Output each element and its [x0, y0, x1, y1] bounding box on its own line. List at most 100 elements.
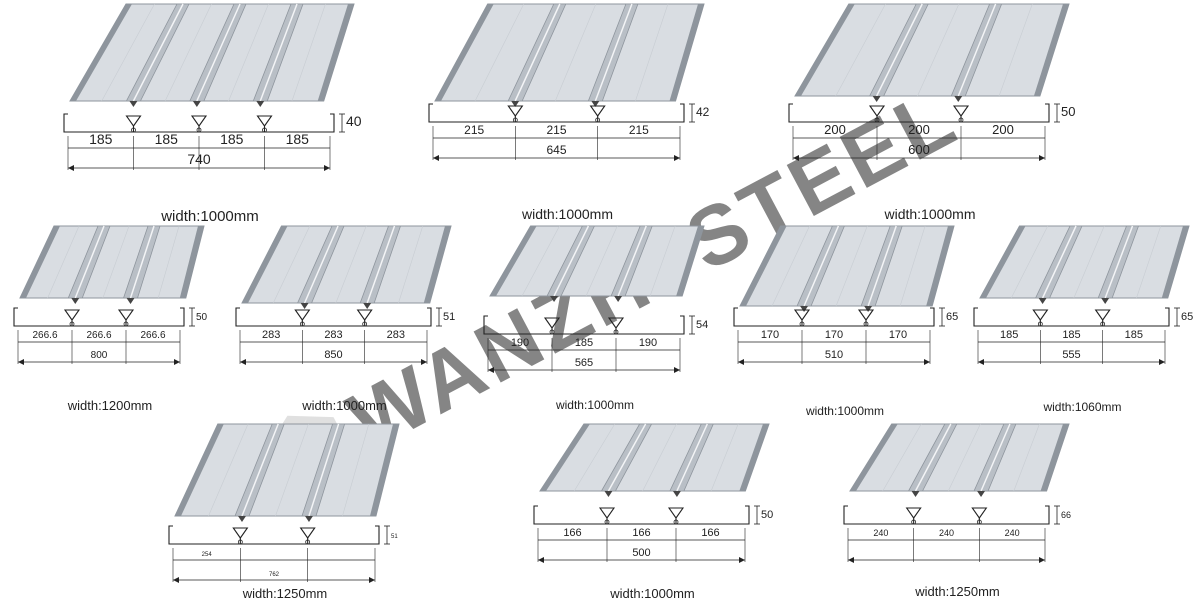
span-dimension: 200 — [908, 122, 930, 137]
rib-mark — [190, 115, 208, 127]
deck-sheet-render — [739, 225, 955, 312]
width-caption: width:1250mm — [915, 584, 1000, 599]
height-dimension: 40 — [346, 113, 362, 129]
rib-mark — [299, 527, 316, 539]
deck-sheet-render — [849, 423, 1070, 497]
rib-mark — [256, 115, 273, 127]
width-caption: width:1250mm — [242, 586, 328, 601]
profile-section-drawing: 65 185 185 185 555 — [973, 307, 1193, 365]
span-dimension: 185 — [575, 337, 593, 349]
span-dimension: 215 — [464, 123, 484, 137]
rib-mark — [607, 317, 625, 329]
total-dimension: 645 — [546, 143, 566, 157]
rib-mark — [1094, 309, 1111, 321]
deck-sheet-render — [69, 3, 355, 107]
rib-mark — [1032, 309, 1049, 321]
rib-mark — [868, 105, 886, 117]
width-caption: width:1200mm — [67, 398, 153, 413]
height-dimension: 54 — [696, 319, 708, 331]
width-caption: width:1000mm — [161, 208, 259, 225]
rib-mark — [667, 507, 685, 519]
rib-mark — [543, 317, 561, 329]
total-dimension: 600 — [908, 142, 930, 157]
total-dimension: 762 — [269, 572, 280, 578]
total-dimension: 565 — [575, 357, 593, 369]
span-dimension: 170 — [889, 329, 907, 341]
height-dimension: 65 — [1181, 311, 1193, 323]
span-dimension: 166 — [632, 527, 650, 539]
rib-mark — [117, 309, 135, 321]
span-dimension: 185 — [155, 131, 179, 147]
total-dimension: 850 — [324, 349, 342, 361]
span-dimension: 185 — [1062, 329, 1080, 341]
deck-sheet-render — [19, 225, 205, 304]
span-dimension: 166 — [701, 527, 719, 539]
rib-mark — [507, 105, 524, 117]
span-dimension: 254 — [202, 552, 213, 558]
span-dimension: 266.6 — [86, 330, 111, 341]
rib-mark — [857, 309, 875, 321]
span-dimension: 170 — [761, 329, 779, 341]
total-dimension: 555 — [1062, 349, 1080, 361]
total-dimension: 500 — [632, 547, 650, 559]
span-dimension: 240 — [1005, 528, 1020, 538]
deck-profile-panel: 51 254 762 width:1250mm — [165, 420, 405, 606]
total-dimension: 510 — [825, 349, 843, 361]
height-dimension: 51 — [443, 311, 455, 323]
deck-sheet-render — [489, 225, 705, 302]
span-dimension: 185 — [286, 131, 310, 147]
total-dimension: 740 — [187, 151, 211, 167]
rib-mark — [905, 507, 922, 519]
height-dimension: 51 — [391, 534, 398, 540]
span-dimension: 240 — [873, 528, 888, 538]
rib-mark — [793, 309, 811, 321]
deck-sheet-render — [979, 225, 1190, 304]
height-dimension: 42 — [696, 105, 710, 119]
rib-mark — [952, 105, 970, 117]
rib-mark — [971, 507, 988, 519]
span-dimension: 185 — [1125, 329, 1143, 341]
span-dimension: 170 — [825, 329, 843, 341]
profile-section-drawing: 51 254 762 — [168, 525, 398, 583]
span-dimension: 266.6 — [32, 330, 57, 341]
width-caption: width:1000mm — [555, 398, 635, 412]
span-dimension: 166 — [563, 527, 581, 539]
span-dimension: 200 — [824, 122, 846, 137]
rib-mark — [63, 309, 81, 321]
total-dimension: 800 — [91, 350, 108, 361]
span-dimension: 185 — [89, 131, 113, 147]
width-caption: width:1000mm — [805, 404, 885, 418]
span-dimension: 190 — [511, 337, 529, 349]
deck-sheet-render — [794, 3, 1070, 102]
rib-mark — [589, 105, 606, 117]
rib-mark — [598, 507, 616, 519]
width-caption: width:1000mm — [610, 586, 695, 601]
deck-sheet-render — [241, 225, 452, 309]
span-dimension: 283 — [262, 329, 280, 341]
rib-mark — [356, 309, 373, 321]
height-dimension: 66 — [1061, 510, 1071, 520]
rib-mark — [294, 309, 311, 321]
width-caption: width:1000mm — [302, 398, 387, 413]
height-dimension: 50 — [1061, 104, 1075, 119]
span-dimension: 283 — [387, 329, 405, 341]
width-caption: width:1000mm — [521, 206, 614, 222]
span-dimension: 185 — [1000, 329, 1018, 341]
